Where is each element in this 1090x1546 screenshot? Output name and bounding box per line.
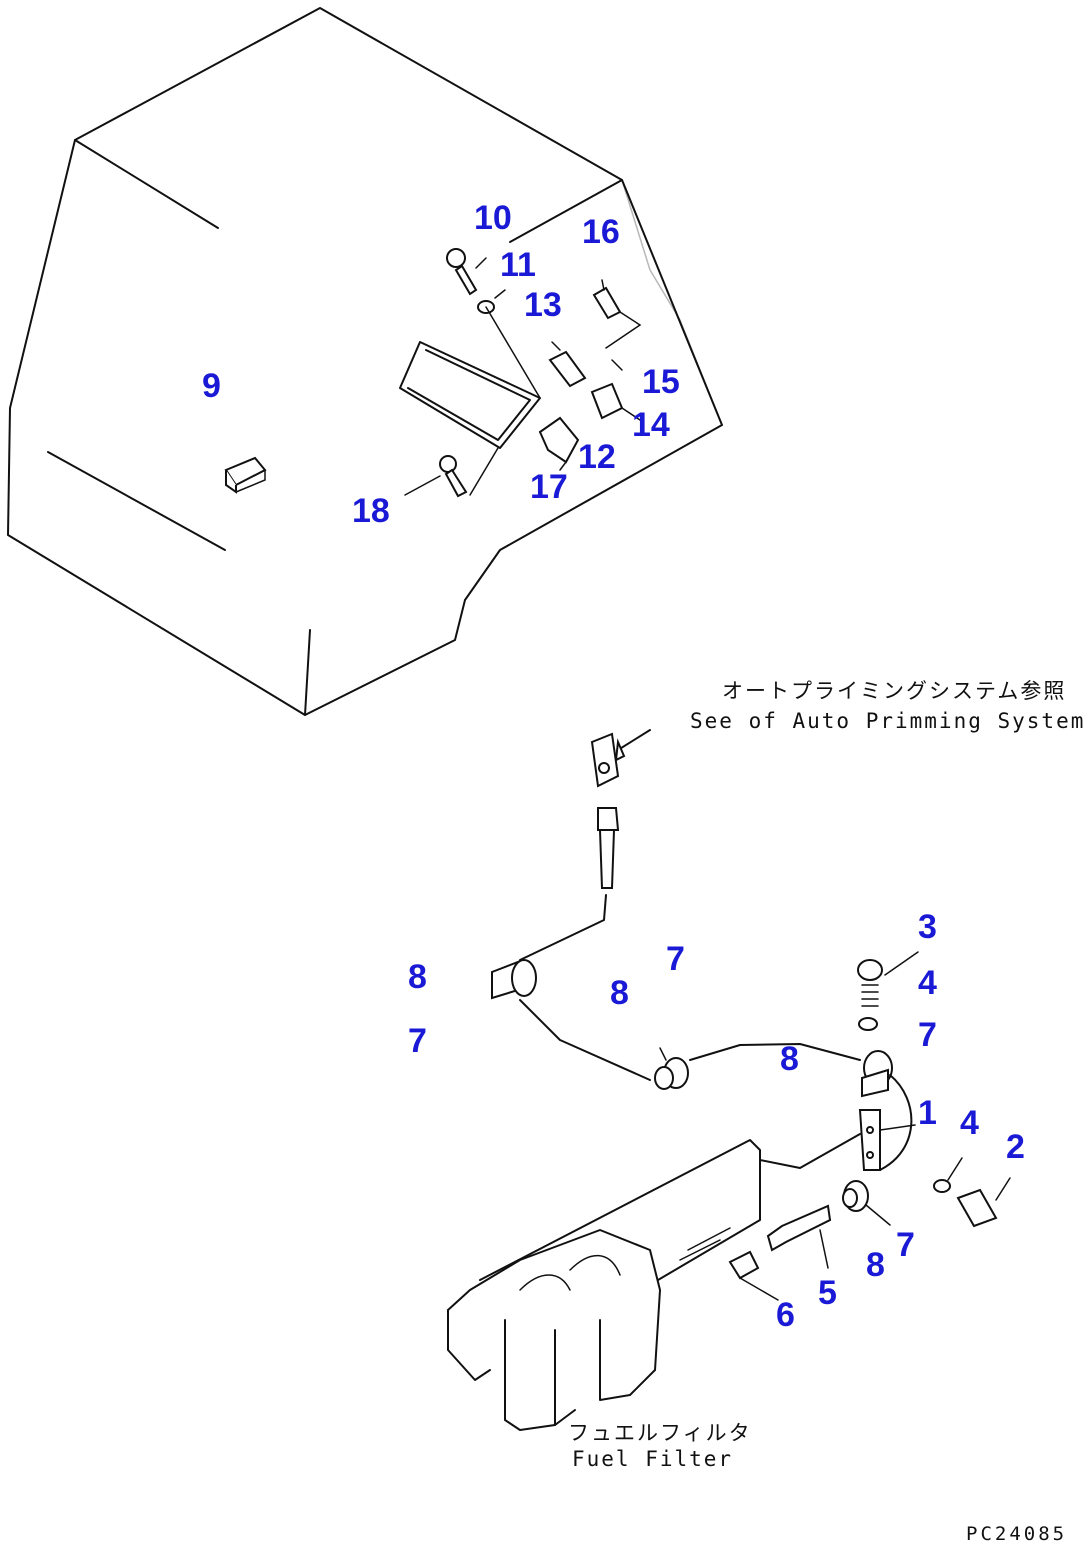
bolt-18 bbox=[404, 455, 468, 498]
callout-5: 5 bbox=[818, 1274, 837, 1312]
bracket-17 bbox=[538, 416, 580, 471]
clamp-lower bbox=[842, 1180, 891, 1226]
bolt-13 bbox=[548, 341, 587, 388]
callout-10: 10 bbox=[474, 199, 512, 237]
callout-2: 2 bbox=[1006, 1128, 1025, 1166]
callout-17: 17 bbox=[530, 468, 568, 506]
bolt-16 bbox=[592, 279, 642, 349]
note-fuel-filter-en: Fuel Filter bbox=[572, 1447, 733, 1471]
switch-6 bbox=[728, 1250, 779, 1301]
callout-18: 18 bbox=[352, 492, 390, 530]
callout-6: 6 bbox=[776, 1296, 795, 1334]
fuel-filter bbox=[447, 1133, 861, 1431]
note-auto-priming-en: See of Auto Primming System bbox=[690, 709, 1085, 733]
drawing-code: PC24085 bbox=[966, 1523, 1067, 1545]
bolt-2 bbox=[956, 1177, 1011, 1228]
connector-9 bbox=[224, 456, 267, 494]
callout-8c: 8 bbox=[780, 1040, 799, 1078]
clamp-14 bbox=[590, 359, 641, 421]
hose-5 bbox=[766, 1204, 832, 1269]
monitor-panel bbox=[399, 341, 541, 496]
cap-3 bbox=[857, 951, 919, 1007]
callout-12: 12 bbox=[578, 438, 616, 476]
clamp-upper-left bbox=[491, 959, 537, 1000]
callout-8a: 8 bbox=[408, 958, 427, 996]
callout-8d: 8 bbox=[866, 1246, 885, 1284]
callout-14: 14 bbox=[632, 406, 670, 444]
callout-7a: 7 bbox=[408, 1022, 427, 1060]
callout-3: 3 bbox=[918, 908, 937, 946]
clamp-middle bbox=[654, 1047, 689, 1090]
cab-outline bbox=[7, 7, 723, 716]
callout-7c: 7 bbox=[918, 1016, 937, 1054]
callout-4b: 4 bbox=[960, 1104, 979, 1142]
callout-15: 15 bbox=[642, 363, 680, 401]
callout-13: 13 bbox=[524, 286, 562, 324]
washer-4-upper bbox=[858, 1017, 878, 1031]
callout-7b: 7 bbox=[666, 940, 685, 978]
callout-8b: 8 bbox=[610, 974, 629, 1012]
bracket-1 bbox=[858, 1109, 916, 1171]
clamp-right bbox=[861, 1050, 913, 1171]
washer-11 bbox=[477, 289, 541, 399]
hose-assembly bbox=[519, 729, 861, 1081]
callout-16: 16 bbox=[582, 213, 620, 251]
washer-4-lower bbox=[933, 1157, 963, 1193]
callout-7d: 7 bbox=[896, 1226, 915, 1264]
callout-11: 11 bbox=[500, 246, 536, 284]
callout-1: 1 bbox=[918, 1094, 937, 1132]
note-auto-priming-jp: オートプライミングシステム参照 bbox=[722, 679, 1066, 703]
bolt-10 bbox=[446, 248, 487, 296]
note-fuel-filter-jp: フュエルフィルタ bbox=[568, 1421, 752, 1445]
callout-9: 9 bbox=[202, 367, 221, 405]
callout-4a: 4 bbox=[918, 964, 937, 1002]
